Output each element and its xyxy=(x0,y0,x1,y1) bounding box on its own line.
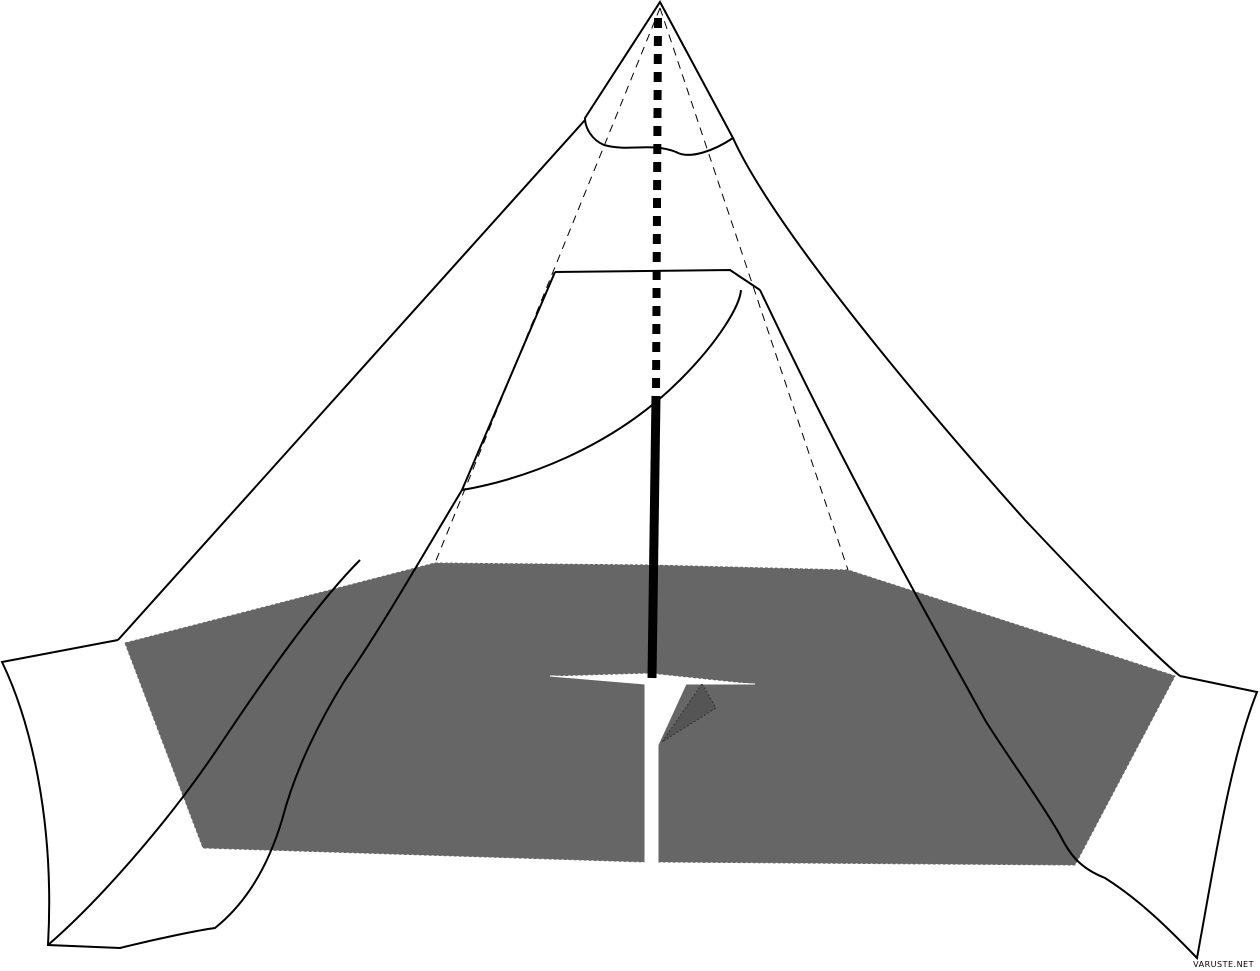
door-top-panel xyxy=(461,268,761,491)
groundsheet-left-half xyxy=(124,562,651,863)
left-skirt xyxy=(0,489,463,950)
watermark-label: VARUSTE.NET xyxy=(1193,960,1254,969)
pole-dashed-section xyxy=(652,17,662,396)
door-slit xyxy=(549,675,756,863)
inner-right-line xyxy=(659,7,849,571)
top-cap xyxy=(583,0,735,156)
left-skirt-inner xyxy=(47,559,361,946)
fly-right-edge xyxy=(732,137,1181,677)
groundsheet-right-half xyxy=(649,564,1176,866)
center-pole xyxy=(647,17,662,679)
inner-left-line xyxy=(434,7,661,564)
door-flap xyxy=(661,683,717,743)
right-skirt xyxy=(759,289,1259,961)
fly-left-edge xyxy=(117,119,586,641)
pole-solid-section xyxy=(647,395,661,679)
groundsheet xyxy=(124,562,1176,866)
inner-tent xyxy=(434,7,849,571)
